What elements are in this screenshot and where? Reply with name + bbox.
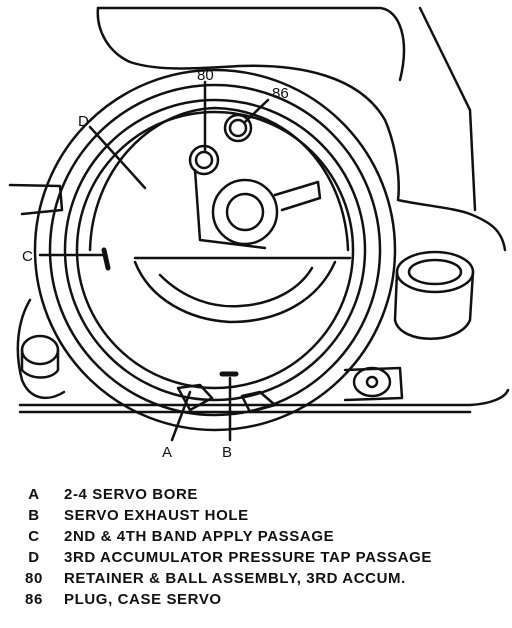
- plug-86: [230, 120, 246, 136]
- case-left-lower: [18, 300, 64, 398]
- hub-inner: [227, 194, 263, 230]
- piston-arc-2: [160, 268, 312, 306]
- legend-row: 80 RETAINER & BALL ASSEMBLY, 3RD ACCUM.: [14, 568, 504, 589]
- callout-80: 80: [197, 67, 214, 84]
- legend-row: A 2-4 SERVO BORE: [14, 484, 504, 505]
- legend-description: SERVO EXHAUST HOLE: [64, 507, 249, 524]
- case-left-flange: [10, 185, 62, 214]
- servo-bore-diagram: 80 86 D C A B: [0, 0, 512, 461]
- callout-a: A: [162, 444, 172, 461]
- lower-fitting-flange: [345, 368, 402, 400]
- legend-description: 2ND & 4TH BAND APPLY PASSAGE: [64, 528, 335, 545]
- hub-outer: [213, 180, 277, 244]
- callout-86: 86: [272, 85, 289, 102]
- legend-row: C 2ND & 4TH BAND APPLY PASSAGE: [14, 526, 504, 547]
- case-top-edge: [98, 8, 404, 80]
- legend-key: A: [28, 486, 40, 503]
- passage-c: [104, 250, 108, 268]
- case-upper-outline: [98, 8, 505, 250]
- callout-c: C: [22, 248, 33, 265]
- legend-description: RETAINER & BALL ASSEMBLY, 3RD ACCUM.: [64, 570, 406, 587]
- legend-row: 86 PLUG, CASE SERVO: [14, 589, 504, 610]
- legend-key: D: [28, 549, 40, 566]
- piston-arc-1: [135, 262, 335, 322]
- legend: A 2-4 SERVO BORE B SERVO EXHAUST HOLE C 2ND &…: [14, 484, 504, 610]
- hub-arm: [195, 170, 265, 248]
- case-bottom-edge: [20, 390, 508, 405]
- bore-ring-4: [77, 112, 353, 388]
- band-end-right: [242, 392, 275, 412]
- legend-key: 86: [25, 591, 43, 608]
- legend-description: 2-4 SERVO BORE: [64, 486, 198, 503]
- retainer-ball-80: [196, 152, 212, 168]
- leader-86: [245, 100, 268, 122]
- right-boss-body: [395, 272, 473, 339]
- lower-fitting: [354, 368, 390, 396]
- bore-outer-ring: [35, 70, 395, 430]
- bore-ring-2: [50, 85, 380, 415]
- legend-description: PLUG, CASE SERVO: [64, 591, 222, 608]
- left-bolt: [22, 336, 58, 364]
- piston-opening: [90, 108, 348, 250]
- case-right-edge: [420, 8, 475, 210]
- bore-ring-3: [65, 100, 365, 400]
- plug-ring-86: [225, 115, 251, 141]
- legend-key: B: [28, 507, 40, 524]
- legend-key: C: [28, 528, 40, 545]
- left-bolt-shank: [22, 350, 58, 378]
- legend-row: D 3RD ACCUMULATOR PRESSURE TAP PASSAGE: [14, 547, 504, 568]
- lower-fitting-bolt: [367, 377, 377, 387]
- callout-b: B: [222, 444, 232, 461]
- legend-key: 80: [25, 570, 43, 587]
- legend-description: 3RD ACCUMULATOR PRESSURE TAP PASSAGE: [64, 549, 433, 566]
- legend-row: B SERVO EXHAUST HOLE: [14, 505, 504, 526]
- hub-lever: [275, 182, 320, 210]
- leader-d: [90, 127, 145, 188]
- right-boss-inner: [409, 260, 461, 284]
- leader-a: [172, 392, 190, 440]
- callout-d: D: [78, 113, 89, 130]
